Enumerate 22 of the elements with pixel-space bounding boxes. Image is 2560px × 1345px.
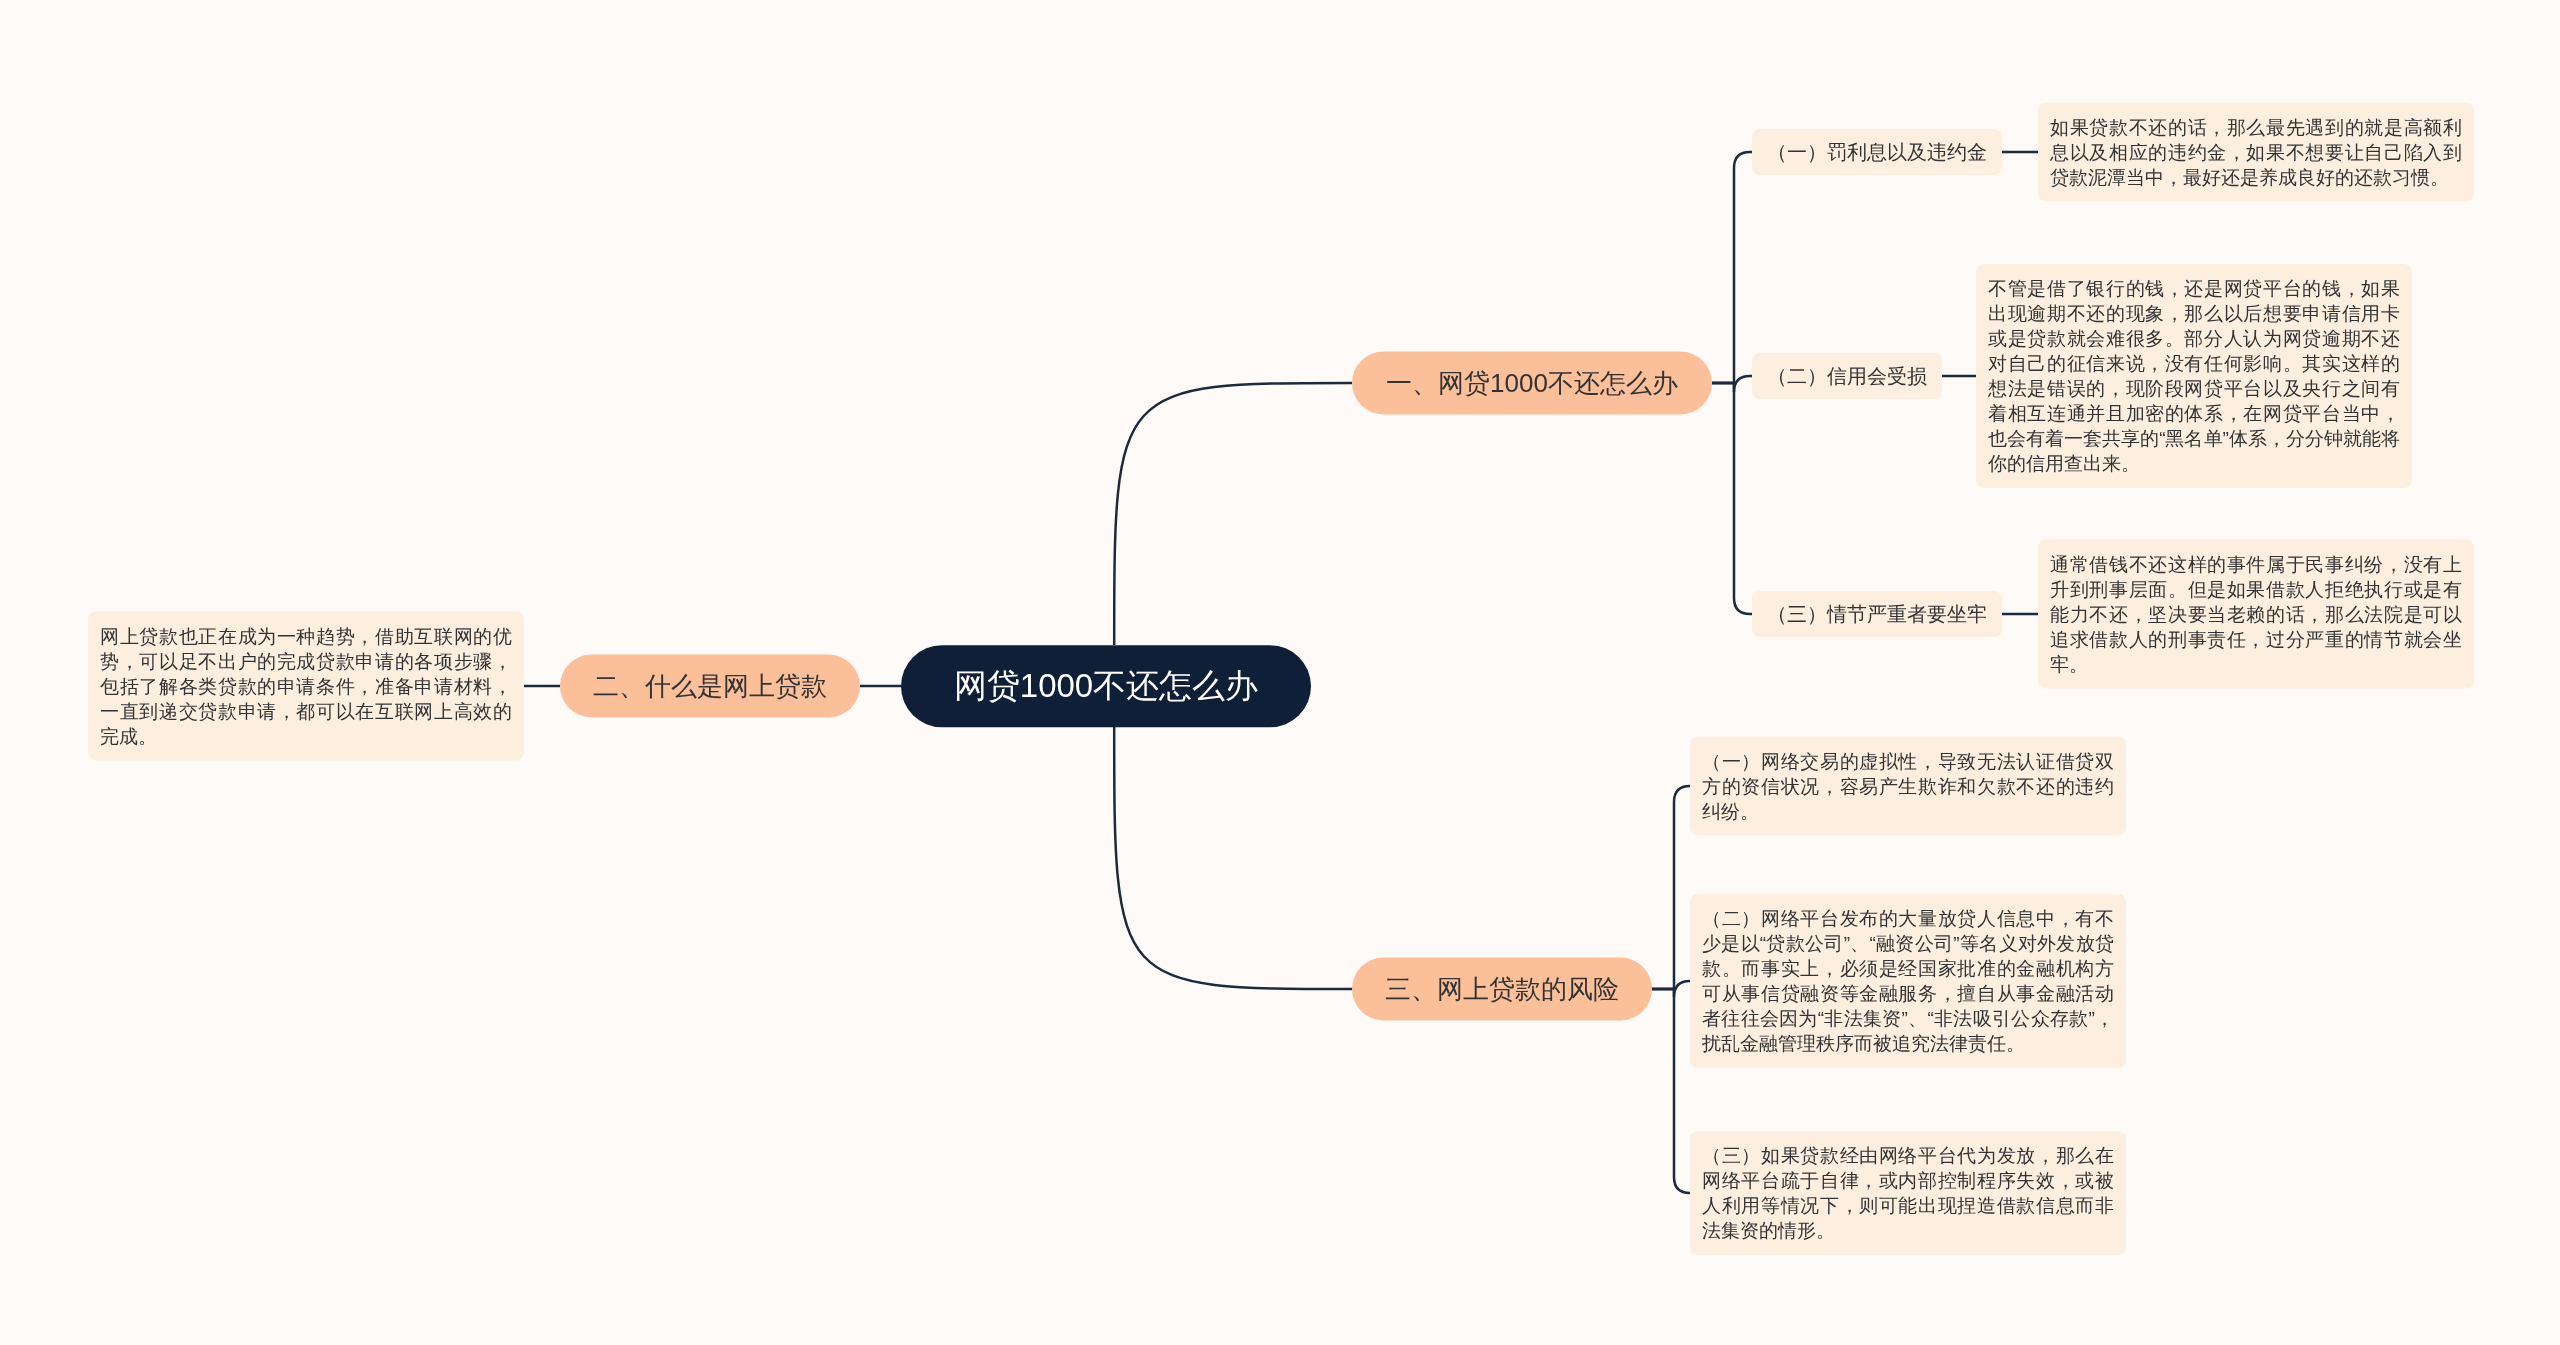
branch-topic: 二、什么是网上贷款: [560, 654, 860, 718]
detail-note: （三）如果贷款经由网络平台代为发放，那么在网络平台疏于自律，或内部控制程序失效，或被人利用等情况下，则可能出现捏造借款信息而非法集资的情形。: [1690, 1131, 2126, 1255]
branch-topic: 一、网贷1000不还怎么办: [1352, 351, 1712, 415]
detail-note: 如果贷款不还的话，那么最先遇到的就是高额利息以及相应的违约金，如果不想要让自己陷入到贷款泥潭当中，最好还是养成良好的还款习惯。: [2038, 102, 2474, 202]
connector-line: [860, 684, 901, 688]
connector-line: [1112, 381, 1352, 645]
connector-line: [524, 684, 560, 688]
detail-note: 通常借钱不还这样的事件属于民事纠纷，没有上升到刑事层面。但是如果借款人拒绝执行或是有能力不还，坚决要当老赖的话，那么法院是可以追求借款人的刑事责任，过分严重的情节就会坐牢。: [2038, 539, 2474, 689]
detail-note: 网上贷款也正在成为一种趋势，借助互联网的优势，可以足不出户的完成贷款申请的各项步骤，包括了解各类贷款的申请条件，准备申请材料，一直到递交贷款申请，都可以在互联网上高效的完成。: [88, 611, 524, 761]
branch-topic: 三、网上贷款的风险: [1352, 957, 1652, 1021]
detail-note: （二）网络平台发布的大量放贷人信息中，有不少是以“贷款公司”、“融资公司”等名义对外发放贷款。而事实上，必须是经国家批准的金融机构方可从事信贷融资等金融服务，擅自从事金融活动者往往会因为“非法集资”、“非法吸引公众存款”，扰乱金融管理秩序而被追究法律责任。: [1690, 894, 2126, 1068]
connector-line: [1112, 727, 1352, 991]
root-topic: 网贷1000不还怎么办: [901, 645, 1311, 727]
detail-note: （一）网络交易的虚拟性，导致无法认证借贷双方的资信状况，容易产生欺诈和欠款不还的违约纠纷。: [1690, 736, 2126, 836]
detail-note: 不管是借了银行的钱，还是网贷平台的钱，如果出现逾期不还的现象，那么以后想要申请信用卡或是贷款就会难很多。部分人认为网贷逾期不还对自己的征信来说，没有任何影响。其实这样的想法是错误的，现阶段网贷平台以及央行之间有着相互连通并且加密的体系，在网贷平台当中，也会有着一套共享的“黑名单”体系，分分钟就能将你的信用查出来。: [1976, 264, 2412, 488]
subtopic: （二）信用会受损: [1752, 353, 1942, 399]
connector-line: [1652, 987, 1692, 1195]
subtopic: （三）情节严重者要坐牢: [1752, 591, 2002, 637]
connector-line: [1942, 374, 1976, 378]
subtopic: （一）罚利息以及违约金: [1752, 129, 2002, 175]
connector-line: [2002, 150, 2038, 154]
connector-line: [2002, 612, 2038, 616]
